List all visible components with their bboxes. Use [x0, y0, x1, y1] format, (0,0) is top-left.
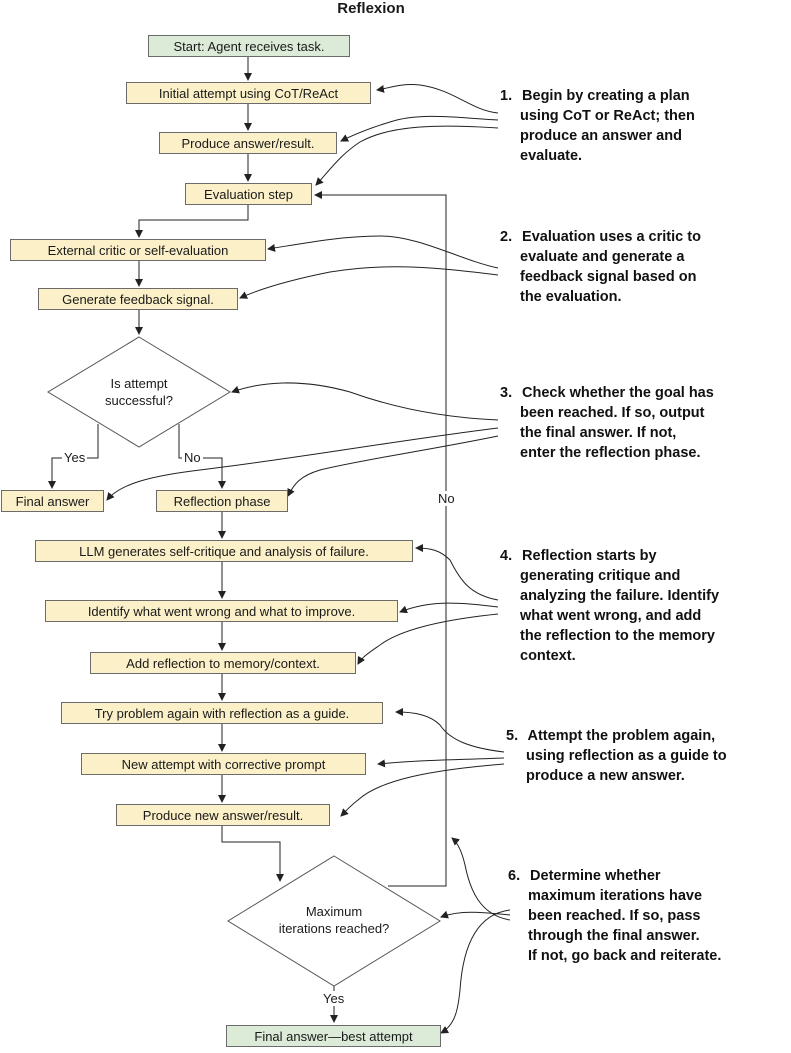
annotation-2-number: 2. [500, 229, 513, 245]
annotation-5-line2: using reflection as a guide to [526, 748, 727, 764]
node-produce-new-answer: Produce new answer/result. [116, 804, 330, 826]
decision-max-shape [227, 855, 441, 987]
diagram-title: Reflexion [337, 0, 405, 17]
callout-4b [399, 602, 499, 614]
node-reflection-phase: Reflection phase [156, 490, 288, 512]
annotation-3-line4: enter the reflection phase. [520, 445, 701, 461]
node-evaluation-step: Evaluation step [185, 183, 312, 205]
annotation-5-number: 5. [506, 728, 519, 744]
callout-6c [440, 909, 511, 1034]
callout-1a [376, 84, 499, 114]
decision-success-text: Is attempt successful? [78, 375, 200, 409]
callout-3b [106, 427, 499, 501]
decision-max-line1: Maximum [305, 904, 363, 919]
node-produce-answer: Produce answer/result. [159, 132, 337, 154]
annotation-6: 6. Determine whether maximum iterations … [508, 866, 768, 966]
annotation-2: 2. Evaluation uses a critic to evaluate … [500, 227, 760, 307]
node-start: Start: Agent receives task. [148, 35, 350, 57]
node-llm-self-critique: LLM generates self-critique and analysis… [35, 540, 413, 562]
annotation-1-line3: produce an answer and [520, 128, 682, 144]
annotation-4-line4: what went wrong, and add [520, 608, 702, 624]
edge-label-yes-success: Yes [62, 450, 88, 465]
annotation-2-line2: evaluate and generate a [520, 249, 685, 265]
annotation-6-line2: maximum iterations have [528, 888, 703, 904]
callout-4a [415, 544, 499, 601]
node-identify-wrong: Identify what went wrong and what to imp… [45, 600, 398, 622]
decision-max-line2: iterations reached? [278, 921, 390, 936]
node-external-critic: External critic or self-evaluation [10, 239, 266, 261]
node-add-reflection: Add reflection to memory/context. [90, 652, 356, 674]
edge-eval-critic [135, 205, 249, 238]
callout-5c [340, 763, 505, 817]
callout-2b [239, 266, 499, 299]
annotation-3-line2: been reached. If so, output [520, 405, 705, 421]
callout-1c [315, 125, 499, 186]
annotation-3-line3: the final answer. If not, [520, 425, 677, 441]
annotation-3: 3. Check whether the goal has been reach… [500, 383, 760, 463]
annotation-4-line5: the reflection to the memory [520, 628, 715, 644]
annotation-5-line3: produce a new answer. [526, 768, 685, 784]
annotation-2-line3: feedback signal based on [520, 269, 697, 285]
callout-6b [440, 910, 511, 919]
annotation-6-line3: been reached. If so, pass [528, 908, 701, 924]
decision-max-text: Maximum iterations reached? [254, 903, 414, 937]
annotation-1-line2: using CoT or ReAct; then [520, 108, 695, 124]
annotation-2-line4: the evaluation. [520, 289, 622, 305]
edge-label-no-success: No [182, 450, 203, 465]
node-initial-attempt: Initial attempt using CoT/ReAct [126, 82, 371, 104]
annotation-6-line5: If not, go back and reiterate. [528, 948, 722, 964]
annotation-4: 4. Reflection starts by generating criti… [500, 546, 760, 666]
decision-success-line1: Is attempt [110, 376, 168, 391]
callout-1b [340, 115, 499, 142]
annotation-4-line2: generating critique and [520, 568, 681, 584]
annotation-4-line3: analyzing the failure. Identify [520, 588, 720, 604]
callout-3a [231, 382, 499, 421]
annotation-3-line1: Check whether the goal has [522, 385, 714, 401]
annotation-1: 1. Begin by creating a plan using CoT or… [500, 86, 760, 166]
callout-5a [395, 708, 505, 753]
annotation-4-number: 4. [500, 548, 513, 564]
annotation-6-line1: Determine whether [530, 868, 661, 884]
annotation-6-number: 6. [508, 868, 521, 884]
decision-success-shape [47, 336, 231, 448]
annotation-1-number: 1. [500, 88, 513, 104]
annotation-1-line4: evaluate. [520, 148, 583, 164]
edge-label-no-max: No [436, 491, 457, 506]
callout-4c [357, 613, 499, 665]
edge-produce-maxdecision [221, 826, 284, 882]
callout-2a [267, 235, 499, 269]
annotation-1-line1: Begin by creating a plan [522, 88, 690, 104]
node-final-best: Final answer—best attempt [226, 1025, 441, 1047]
annotation-4-line1: Reflection starts by [522, 548, 657, 564]
annotation-4-line6: context. [520, 648, 576, 664]
callout-6a [451, 837, 511, 921]
edge-max-no-loop [314, 191, 447, 887]
callout-3c [287, 435, 499, 497]
node-new-attempt: New attempt with corrective prompt [81, 753, 366, 775]
annotation-5: 5. Attempt the problem again, using refl… [506, 726, 766, 786]
decision-success-line2: successful? [105, 393, 173, 408]
annotation-2-line1: Evaluation uses a critic to [522, 229, 701, 245]
node-final-answer: Final answer [1, 490, 104, 512]
callout-5b [377, 757, 505, 768]
node-try-again: Try problem again with reflection as a g… [61, 702, 383, 724]
node-generate-feedback: Generate feedback signal. [38, 288, 238, 310]
edge-label-yes-max: Yes [321, 991, 347, 1006]
annotation-6-line4: through the final answer. [528, 928, 700, 944]
annotation-3-number: 3. [500, 385, 513, 401]
annotation-5-line1: Attempt the problem again, [527, 728, 716, 744]
